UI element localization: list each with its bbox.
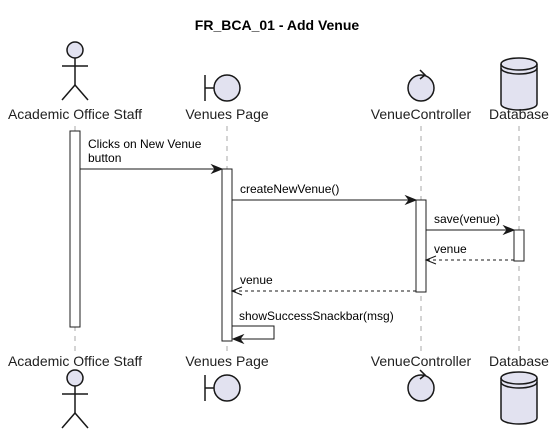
participant-controller-bottom: VenueController [371, 353, 472, 402]
arrowhead [424, 255, 437, 265]
message-label: venue [434, 242, 467, 256]
page-top-boundary-icon [204, 74, 241, 102]
db-top-database-icon [500, 57, 538, 111]
message-label: button [88, 151, 121, 165]
participant-label: Database [489, 353, 549, 369]
participant-db-top: Database [489, 57, 549, 122]
controller-activation-bar [415, 199, 427, 293]
participant-page-top: Venues Page [185, 74, 269, 122]
staff-bottom-actor-icon [61, 369, 89, 429]
participant-db-bottom: Database [489, 353, 549, 425]
controller-top-control-icon [407, 69, 435, 102]
message-label: venue [240, 273, 273, 287]
participant-label: Venues Page [185, 106, 269, 122]
participant-staff-top: Academic Office Staff [8, 41, 142, 122]
message-label: Clicks on New Venue [88, 137, 202, 151]
message-label: save(venue) [434, 212, 500, 226]
message-2: createNewVenue() [232, 182, 418, 206]
page-activation-bar [221, 168, 233, 342]
participant-label: VenueController [371, 353, 472, 369]
diagram-title: FR_BCA_01 - Add Venue [195, 17, 360, 33]
arrowhead [231, 333, 245, 345]
staff-activation-bar [69, 130, 81, 328]
controller-bottom-control-icon [407, 369, 435, 402]
participant-label: Database [489, 106, 549, 122]
message-label: showSuccessSnackbar(msg) [239, 309, 394, 323]
message-5: venue [230, 273, 416, 296]
participant-label: VenueController [371, 106, 472, 122]
arrowhead [210, 163, 224, 175]
participant-controller-top: VenueController [371, 69, 472, 122]
page-bottom-boundary-icon [204, 374, 241, 402]
db-bottom-database-icon [500, 371, 538, 425]
db-activation-bar [513, 229, 525, 262]
participant-page-bottom: Venues Page [185, 353, 269, 402]
participant-label: Academic Office Staff [8, 353, 142, 369]
message-label: createNewVenue() [240, 182, 339, 196]
participant-label: Venues Page [185, 353, 269, 369]
staff-top-actor-icon [61, 41, 89, 101]
arrowhead [404, 194, 418, 206]
participant-label: Academic Office Staff [8, 106, 142, 122]
message-6: showSuccessSnackbar(msg) [231, 309, 394, 345]
message-line [232, 325, 275, 340]
arrowhead [230, 286, 243, 296]
message-3: save(venue) [426, 212, 516, 236]
message-4: venue [424, 242, 514, 265]
arrowhead [502, 224, 516, 236]
participant-staff-bottom: Academic Office Staff [8, 353, 142, 429]
